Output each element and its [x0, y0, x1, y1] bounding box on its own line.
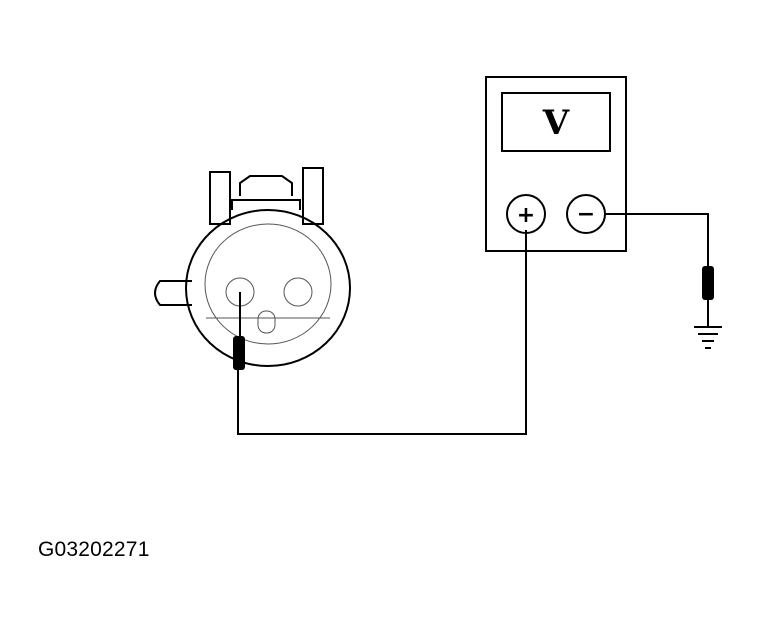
ground-symbol-icon [694, 326, 722, 349]
negative-test-lead [605, 213, 709, 268]
connector-face [204, 223, 332, 345]
connector-top-tab [239, 175, 293, 196]
pin-cavity-2 [283, 277, 313, 307]
connector-side-tab [154, 280, 192, 306]
positive-terminal [506, 194, 546, 234]
sensor-connector [154, 167, 351, 370]
voltmeter-body [485, 76, 627, 252]
probe-tip [233, 336, 245, 370]
positive-terminal-label: + [517, 203, 535, 228]
connector-neck [231, 199, 301, 210]
negative-terminal-label: − [577, 202, 595, 227]
voltmeter-symbol: V [542, 103, 570, 143]
ground-clip [702, 266, 714, 300]
connector-body [185, 209, 351, 367]
voltmeter: V + − [485, 76, 627, 252]
connector-right-post [302, 167, 324, 225]
voltmeter-display [501, 92, 611, 152]
connector-left-post [209, 171, 231, 225]
pin-cavity-key [257, 310, 276, 334]
positive-test-lead [237, 230, 527, 435]
figure-code: G03202271 [38, 538, 150, 561]
